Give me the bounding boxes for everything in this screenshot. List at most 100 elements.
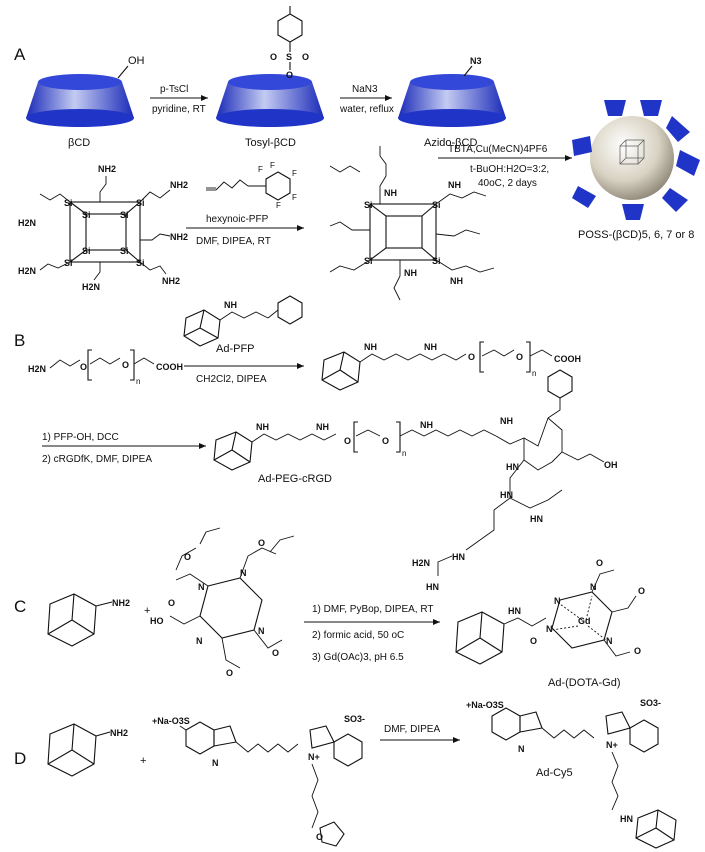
svg-text:N+: N+ (606, 740, 618, 750)
svg-text:n: n (402, 449, 406, 458)
panel-label-d: D (14, 749, 26, 768)
reagent-pfp-oh-dcc: 1) PFP-OH, DCC (42, 432, 119, 443)
svg-text:HN: HN (452, 552, 465, 562)
hexynoic-pfp-reagent: F F F F F (206, 161, 297, 210)
svg-text:HN: HN (530, 514, 543, 524)
svg-text:Si: Si (82, 246, 91, 256)
svg-text:H2N: H2N (82, 282, 100, 292)
svg-text:NH: NH (404, 268, 417, 278)
panel-label-c: C (14, 597, 26, 616)
svg-text:Si: Si (120, 210, 129, 220)
svg-text:Si: Si (432, 200, 441, 210)
svg-text:O: O (596, 558, 603, 568)
svg-text:HN: HN (508, 606, 521, 616)
svg-text:Si: Si (364, 200, 373, 210)
reagent-pyridine: pyridine, RT (152, 104, 206, 115)
reagent-pybop: 1) DMF, PyBop, DIPEA, RT (312, 604, 434, 615)
reagent-dmf-dipea-d: DMF, DIPEA (384, 724, 440, 735)
svg-text:NH: NH (450, 276, 463, 286)
svg-text:N: N (198, 582, 205, 592)
plus-sign-d: + (140, 755, 146, 767)
svg-text:F: F (276, 201, 281, 210)
svg-text:NH: NH (424, 342, 437, 352)
svg-text:NH2: NH2 (170, 232, 188, 242)
svg-text:O: O (316, 832, 323, 842)
svg-text:NH: NH (256, 422, 269, 432)
tosyl-cd-cone (216, 74, 324, 127)
svg-text:O: O (468, 352, 475, 362)
svg-text:NH: NH (448, 180, 461, 190)
svg-text:O: O (80, 362, 87, 372)
svg-text:F: F (292, 193, 297, 202)
cy5-nhs-reagent: +Na-O3S N SO3- N+ O (152, 714, 365, 847)
svg-text:O: O (286, 70, 293, 80)
reagent-ptscl: p-TsCl (160, 84, 188, 95)
svg-text:NH2: NH2 (162, 276, 180, 286)
svg-text:Si: Si (136, 198, 145, 208)
azido-cd-label: Azido-βCD (424, 137, 477, 149)
reagent-gd-acetate: 3) Gd(OAc)3, pH 6.5 (312, 652, 404, 663)
svg-text:HN: HN (500, 490, 513, 500)
svg-text:+Na-O3S: +Na-O3S (152, 716, 190, 726)
svg-text:N: N (546, 624, 553, 634)
svg-text:HN: HN (620, 814, 633, 824)
svg-text:O: O (516, 352, 523, 362)
svg-text:O: O (530, 636, 537, 646)
svg-text:Gd: Gd (578, 616, 591, 626)
svg-text:NH: NH (420, 420, 433, 430)
svg-text:N: N (212, 758, 219, 768)
reagent-hexynoic-pfp: hexynoic-PFP (206, 214, 269, 225)
ad-pfp-label: Ad-PFP (216, 343, 255, 355)
beta-cd-cone (26, 74, 134, 127)
svg-text:O: O (382, 436, 389, 446)
reagent-tbta: TBTA,Cu(MeCN)4PF6 (448, 144, 548, 155)
ad-cy5-product: +Na-O3S N SO3- N+ HN (466, 698, 677, 849)
svg-text:COOH: COOH (554, 354, 581, 364)
ad-cy5-label: Ad-Cy5 (536, 767, 573, 779)
reagent-dmf-dipea-rt: DMF, DIPEA, RT (196, 236, 271, 247)
svg-text:O: O (634, 646, 641, 656)
ad-peg-crgd-label: Ad-PEG-cRGD (258, 473, 332, 485)
svg-text:H2N: H2N (412, 558, 430, 568)
oh-label: OH (128, 55, 145, 67)
svg-text:O: O (270, 52, 277, 62)
amantadine-c (47, 593, 113, 647)
svg-text:O: O (168, 598, 175, 608)
ad-dota-gd-product: HN O Gd N N N N O O O (455, 558, 645, 665)
svg-text:O: O (122, 360, 129, 370)
ad-pfp-reagent: NH (183, 295, 303, 347)
svg-text:Si: Si (64, 198, 73, 208)
svg-text:Si: Si (120, 246, 129, 256)
svg-text:Si: Si (432, 256, 441, 266)
tosyl-group: S O O O (270, 6, 309, 80)
svg-text:SO3-: SO3- (344, 714, 365, 724)
svg-text:H2N: H2N (18, 218, 36, 228)
azido-cd-cone (398, 74, 506, 127)
panel-label-b: B (14, 331, 25, 350)
reagent-temperature: 40oC, 2 days (478, 178, 537, 189)
svg-text:S: S (286, 52, 292, 62)
svg-text:N: N (554, 596, 561, 606)
svg-text:NH: NH (384, 188, 397, 198)
amantadine-d (47, 723, 111, 777)
poss-alkyne-structure: Si Si Si Si NH NH NH NH (329, 146, 495, 301)
svg-text:O: O (258, 538, 265, 548)
reagent-water-reflux: water, reflux (339, 104, 394, 115)
svg-text:N+: N+ (308, 752, 320, 762)
svg-text:HN: HN (426, 582, 439, 592)
svg-text:+Na-O3S: +Na-O3S (466, 700, 504, 710)
svg-text:F: F (258, 165, 263, 174)
svg-text:O: O (638, 586, 645, 596)
svg-text:NH: NH (500, 416, 513, 426)
ad-peg-crgd-product: NH NH O O n NH NH HN OH HN HN HN H2N HN (213, 369, 618, 592)
beta-cd-label: βCD (68, 137, 90, 149)
svg-text:O: O (226, 668, 233, 678)
amine-label-c: NH2 (112, 598, 130, 608)
svg-text:N: N (258, 626, 265, 636)
ad-dota-gd-label: Ad-(DOTA-Gd) (548, 677, 621, 689)
reagent-formic-acid: 2) formic acid, 50 oC (312, 630, 404, 641)
svg-text:HN: HN (506, 462, 519, 472)
svg-text:N: N (196, 636, 203, 646)
plus-sign-c: + (144, 605, 150, 617)
